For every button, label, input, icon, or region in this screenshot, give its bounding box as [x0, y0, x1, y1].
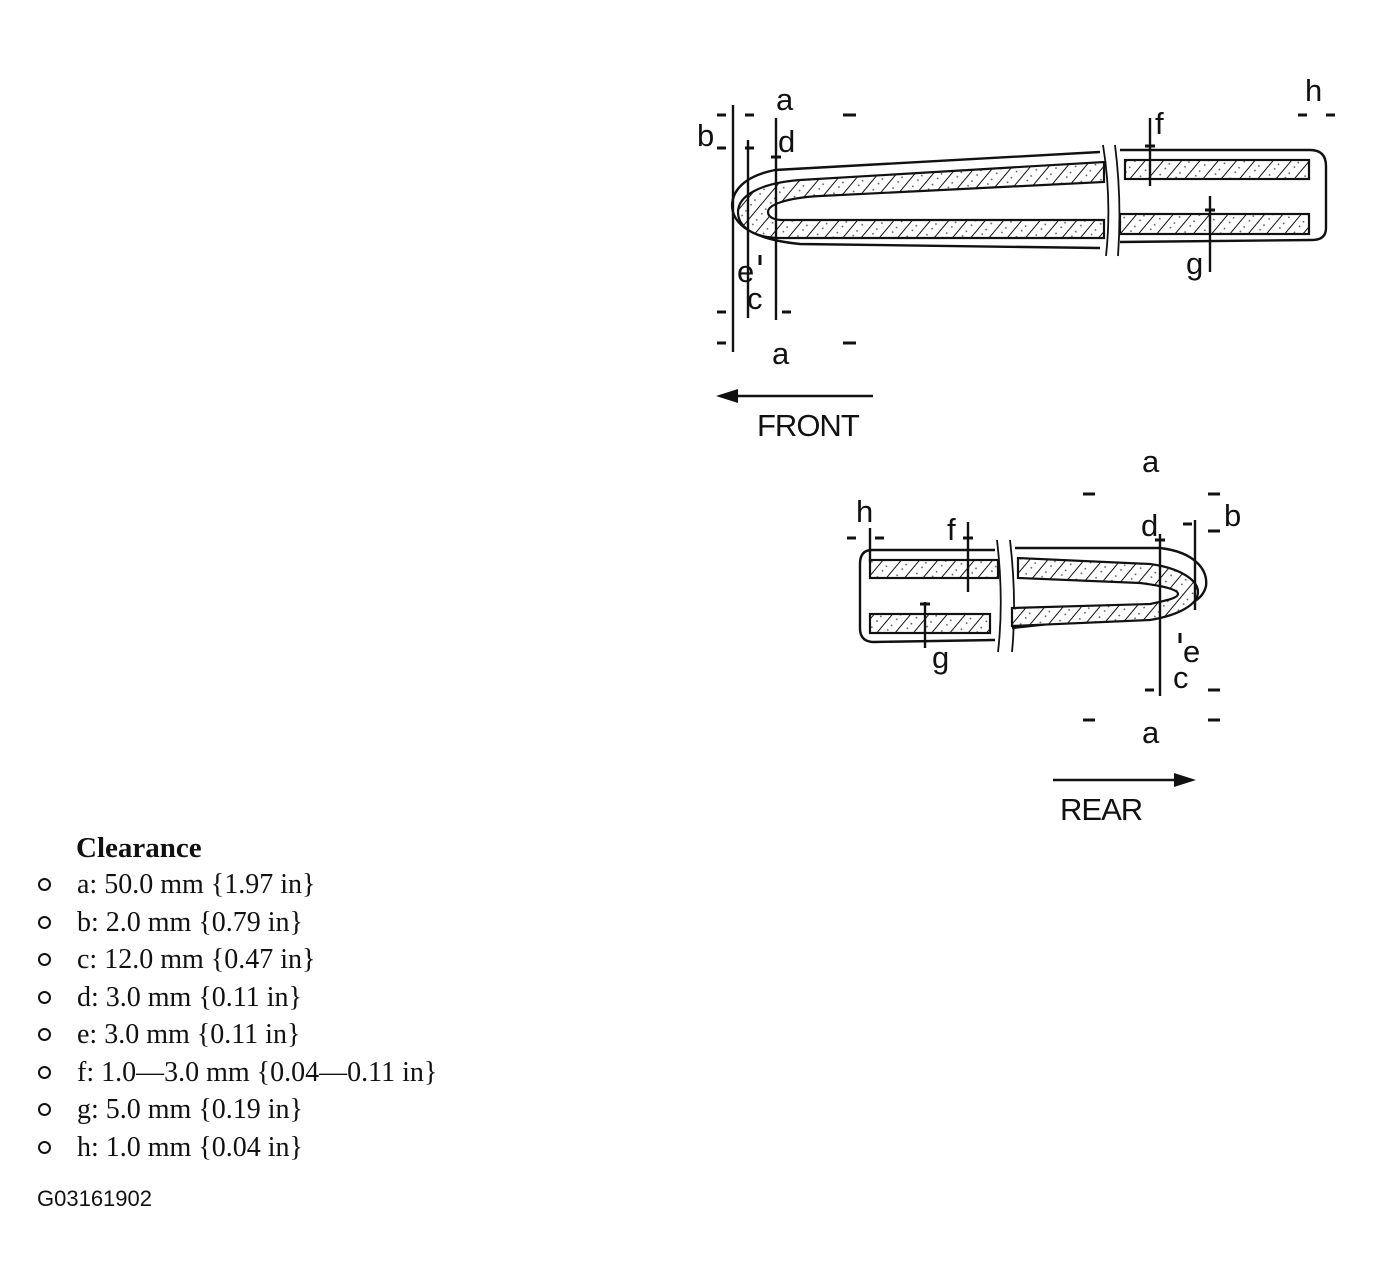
- legend-item: d: 3.0 mm {0.11 in}: [34, 979, 437, 1017]
- front-weatherstrip-diagram: a b d f h e c g a FRONT: [697, 73, 1335, 443]
- front-dim-ticks: [717, 113, 1335, 345]
- rear-arrow-head-icon: [1174, 773, 1196, 787]
- rear-dim-ticks: [847, 492, 1220, 722]
- front-arrow-head-icon: [716, 389, 738, 403]
- rear-break-left: [996, 539, 1002, 653]
- front-label-g: g: [1186, 246, 1203, 281]
- legend-item-text: h: 1.0 mm {0.04 in}: [77, 1131, 303, 1163]
- legend-item-text: f: 1.0—3.0 mm {0.04—0.11 in}: [77, 1056, 438, 1088]
- front-break-left: [1102, 144, 1110, 257]
- rear-label-e: e: [1183, 634, 1200, 669]
- front-label-a-bottom: a: [772, 336, 790, 371]
- rear-break-right: [1009, 539, 1015, 653]
- front-break-right: [1114, 144, 1121, 257]
- rear-label-f: f: [947, 512, 956, 547]
- legend-item-text: e: 3.0 mm {0.11 in}: [77, 1019, 301, 1050]
- clearance-legend: Clearance a: 50.0 mm {1.97 in} b: 2.0 mm…: [34, 830, 437, 1166]
- front-label-a-top: a: [776, 82, 794, 117]
- front-strip-lower-right: [1118, 212, 1311, 236]
- bullet-icon: [38, 953, 51, 967]
- rear-label-g: g: [932, 640, 949, 675]
- legend-item: c: 12.0 mm {0.47 in}: [34, 941, 437, 979]
- front-label-f: f: [1155, 106, 1164, 141]
- legend-item-text: g: 5.0 mm {0.19 in}: [77, 1094, 303, 1125]
- rear-strip-upper-left: [868, 558, 1000, 580]
- rear-label-h: h: [856, 494, 873, 529]
- front-strip-folded: [736, 160, 1106, 240]
- bullet-icon: [38, 878, 51, 892]
- rear-strip-lower-left: [868, 612, 992, 635]
- rear-label-a-bottom: a: [1142, 715, 1160, 750]
- bullet-icon: [38, 1140, 51, 1154]
- bullet-icon: [38, 915, 51, 929]
- legend-item: b: 2.0 mm {0.79 in}: [34, 904, 437, 942]
- legend-item: f: 1.0—3.0 mm {0.04—0.11 in}: [34, 1054, 437, 1092]
- front-direction-label: FRONT: [757, 408, 860, 443]
- front-label-e: e: [737, 254, 754, 289]
- rear-label-a-top: a: [1142, 444, 1160, 479]
- legend-item: a: 50.0 mm {1.97 in}: [34, 866, 437, 904]
- front-strip-upper-right: [1123, 158, 1311, 181]
- legend-item-text: a: 50.0 mm {1.97 in}: [77, 869, 316, 900]
- front-label-d: d: [778, 124, 795, 159]
- rear-label-c: c: [1173, 660, 1189, 695]
- legend-list: a: 50.0 mm {1.97 in} b: 2.0 mm {0.79 in}…: [34, 866, 437, 1166]
- bullet-icon: [38, 1065, 51, 1079]
- front-outline-right: [1119, 148, 1328, 244]
- bullet-icon: [38, 990, 51, 1004]
- legend-item-text: b: 2.0 mm {0.79 in}: [77, 906, 303, 938]
- legend-item: h: 1.0 mm {0.04 in}: [34, 1129, 437, 1167]
- rear-label-d: d: [1141, 508, 1158, 543]
- legend-item-text: c: 12.0 mm {0.47 in}: [77, 944, 316, 975]
- front-label-h: h: [1305, 73, 1322, 108]
- rear-weatherstrip-diagram: a h f d b g e c a REAR: [847, 444, 1241, 827]
- bullet-icon: [38, 1028, 51, 1042]
- legend-item: g: 5.0 mm {0.19 in}: [34, 1091, 437, 1129]
- rear-outline-left: [858, 548, 996, 644]
- legend-item: e: 3.0 mm {0.11 in}: [34, 1016, 437, 1054]
- front-label-b: b: [697, 118, 714, 153]
- rear-strip-folded: [1010, 556, 1200, 628]
- rear-direction-label: REAR: [1060, 792, 1142, 827]
- rear-label-b: b: [1224, 498, 1241, 533]
- legend-item-text: d: 3.0 mm {0.11 in}: [77, 981, 302, 1013]
- front-label-c: c: [747, 281, 763, 316]
- bullet-icon: [38, 1103, 51, 1117]
- legend-title: Clearance: [76, 832, 202, 864]
- figure-id: G03161902: [37, 1186, 152, 1211]
